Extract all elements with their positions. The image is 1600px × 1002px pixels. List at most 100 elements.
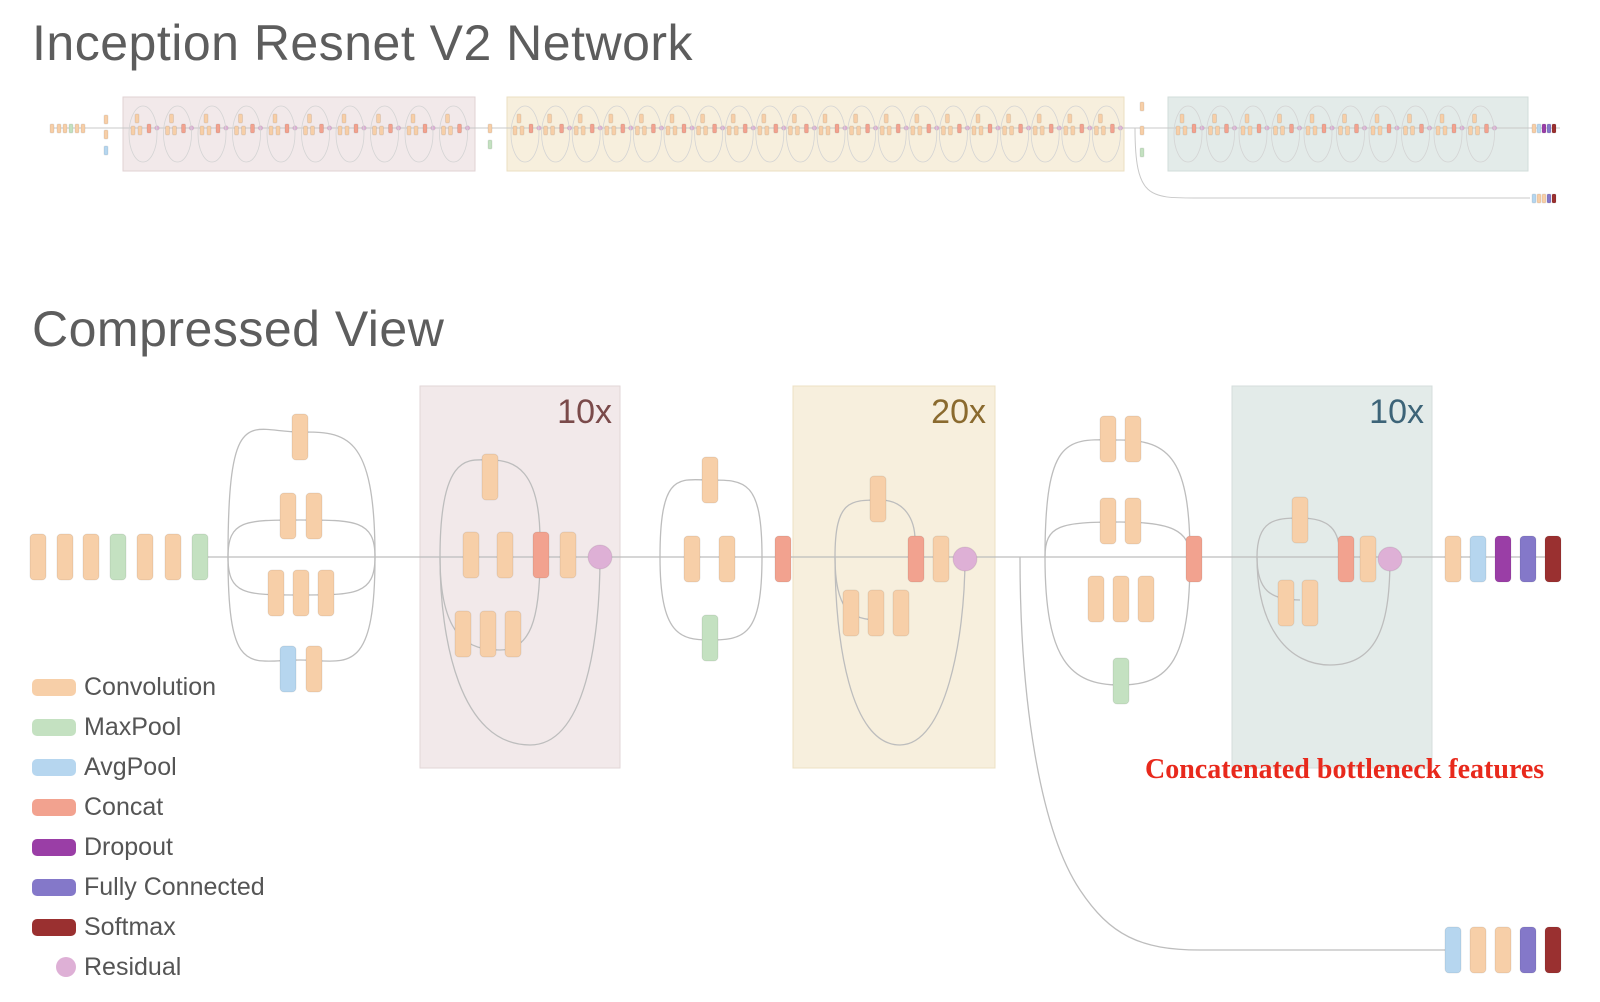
mini-convolution-block [580,125,586,136]
mini-module-outline [1206,105,1235,163]
mini-concat-block [422,123,428,134]
aux-head-layer-block [1444,926,1462,974]
mini-convolution-block [376,113,381,124]
reduction-a-branches [659,479,763,641]
convolution-block [1124,415,1142,463]
stage-c-band [1231,385,1433,769]
mini-convolution-block [103,129,109,140]
mini-convolution-block [1100,125,1106,136]
stem-layer-block [191,533,209,581]
mini-convolution-block [787,125,793,136]
mini-convolution-block [165,125,170,136]
mini-convolution-block [1175,125,1181,136]
mini-concat-block [1256,123,1262,134]
mini-convolution-block [1468,125,1473,136]
layer-blocks [29,413,1562,974]
reduction-b-inner [1044,521,1191,558]
mini-convolution-block [1342,113,1347,124]
full-network-strip [49,96,1560,204]
mini-convolution-block [733,125,739,136]
mini-convolution-block [1070,125,1076,136]
convolution-block [1137,575,1155,623]
mini-concat-block [650,123,656,134]
mini-convolution-block [268,125,274,136]
aux-branch-mini [1134,127,1530,199]
mini-concat-block [250,123,255,134]
mini-module-outline [197,105,227,163]
aux-head-layer-block [1519,926,1537,974]
stage-c-residual [1256,556,1391,666]
mini-concat-block [742,123,748,134]
mini-convolution-block [947,125,953,136]
mini-concat-block [146,123,152,134]
concat-block [532,531,550,579]
mini-convolution-block [577,113,583,124]
mini-concat-block [865,123,871,134]
mini-convolution-block [726,125,732,136]
stem-layer-block [82,533,100,581]
mini-convolution-block [1006,113,1012,124]
mini-convolution-block [1002,125,1008,136]
mini-convolution-block [1410,125,1415,136]
mini-concat-block [528,123,534,134]
stage-a-residual [439,556,601,746]
mini-module-outline [128,105,158,163]
mini-module-outline [1092,105,1121,163]
legend-swatch [32,719,76,736]
convolution-block [291,413,309,461]
mini-concat-block [353,123,359,134]
concat-block [1185,535,1203,583]
mini-convolution-block [206,125,212,136]
mini-concat-block [1289,123,1294,134]
mini-convolution-block [1179,113,1185,124]
mini-convolution-block [757,125,763,136]
convolution-block [1124,497,1142,545]
mini-convolution-block [310,125,315,136]
mini-module-outline [335,105,365,163]
convolution-block [1291,496,1309,544]
convolution-block [1277,579,1295,627]
mini-module-outline [1303,105,1333,163]
mini-concat-block [559,123,565,134]
residual-node [952,546,978,572]
mini-concat-block [284,123,290,134]
mini-convolution-block [547,113,553,124]
legend-swatch [32,919,76,936]
mini-convolution-block [822,113,828,124]
mini-convolution-block [1097,113,1103,124]
mini-module-outline [1401,105,1430,163]
aux-head-layer-block [1494,926,1512,974]
head-layer-block [1519,535,1537,583]
mini-concat-block [1386,123,1392,134]
convolution-block [1099,415,1117,463]
mini-module-outline [266,105,296,163]
convolution-block [559,531,577,579]
mini-concat-block [1451,123,1457,134]
compressed-view: 10x 20x 10x [29,385,1562,974]
mini-module-outline [232,105,261,163]
mini-convolution-block [886,125,892,136]
mini-convolution-block [406,125,412,136]
mini-convolution-block [241,125,246,136]
convolution-block [479,610,497,658]
repeat-label-stage-a: 10x [557,393,612,431]
mini-module-outline [1000,105,1029,163]
convolution-block [317,569,335,617]
mini-stem-block [62,123,68,134]
mini-convolution-block [137,125,143,136]
mini-convolution-block [611,125,617,136]
mini-convolution-block [1280,125,1285,136]
convolution-block [718,535,736,583]
mini-convolution-block [413,125,419,136]
convolution-block [305,645,323,693]
mini-concat-block [712,123,718,134]
legend-label: MaxPool [84,713,182,741]
mini-convolution-block [1370,125,1376,136]
convolution-block [1087,575,1105,623]
mini-concat-block [181,123,186,134]
mini-concat-block [589,123,595,134]
mini-convolution-block [608,113,614,124]
mini-convolution-block [914,113,920,124]
mini-convolution-block [1345,125,1350,136]
